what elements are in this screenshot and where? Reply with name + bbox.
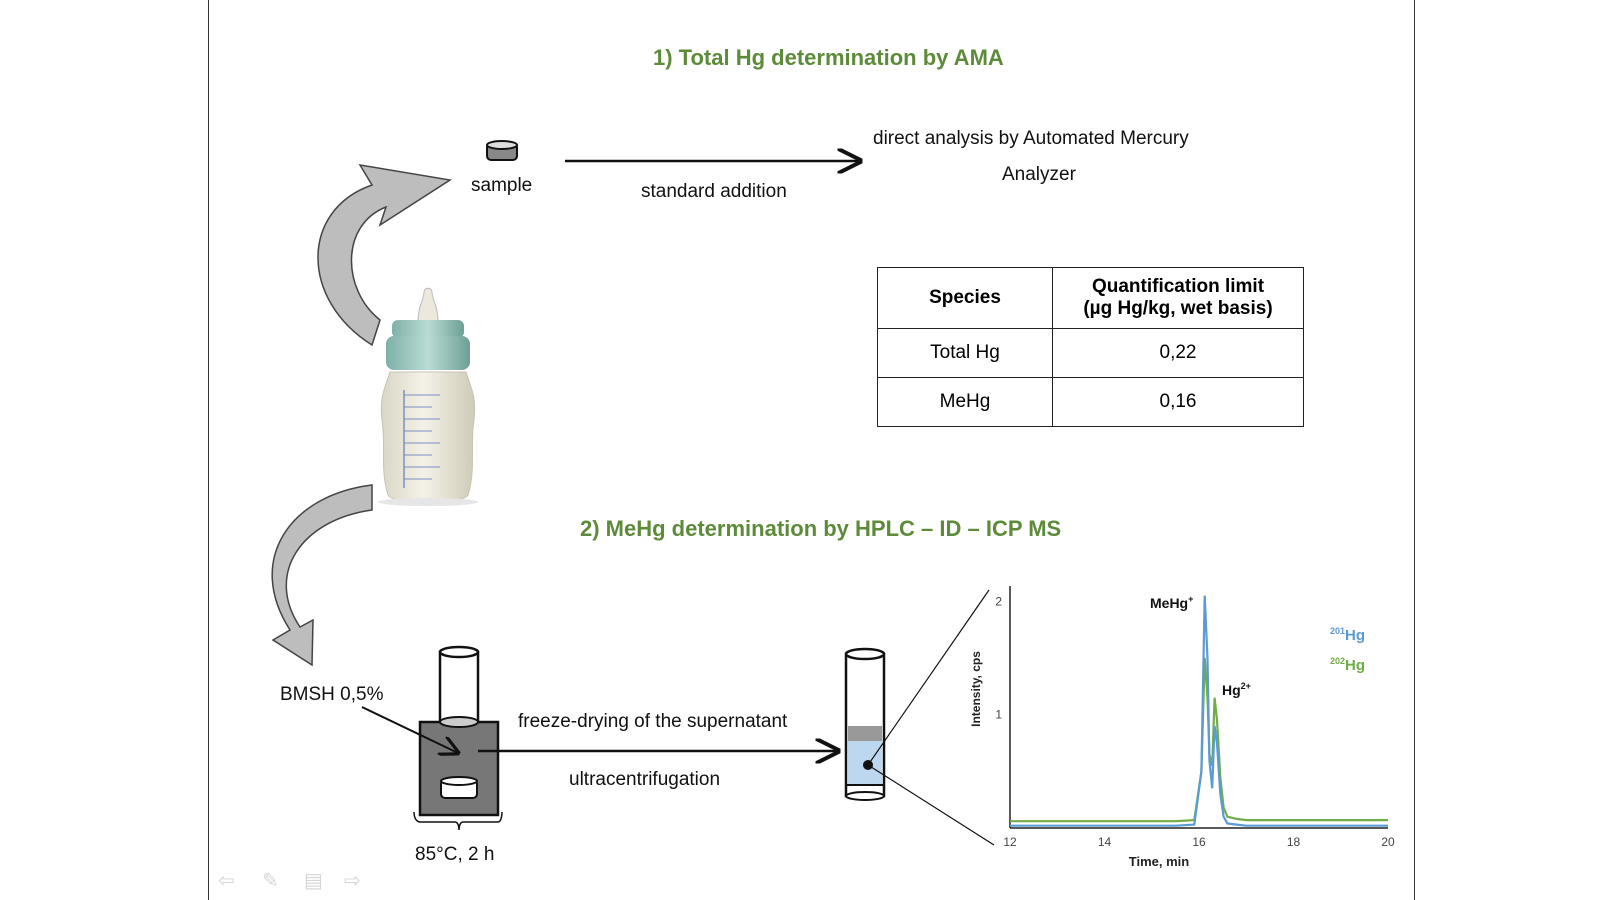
sample-label: sample — [471, 175, 533, 196]
section2-title: 2) MeHg determination by HPLC – ID – ICP… — [580, 516, 1062, 541]
table-cell-value: 0,22 — [1052, 328, 1304, 378]
table-cell-species: MeHg — [877, 377, 1053, 427]
x-tick-label: 18 — [1287, 835, 1301, 849]
table-row: MeHg 0,16 — [877, 377, 1304, 427]
quantification-table: Species Quantification limit(µg Hg/kg, w… — [877, 267, 1304, 427]
table-cell-value: 0,16 — [1052, 377, 1304, 427]
section1-title: 1) Total Hg determination by AMA — [653, 45, 1004, 70]
reagent-label: BMSH 0,5% — [280, 684, 384, 705]
centrifuge-tube-icon — [844, 647, 886, 801]
zoom-line-bottom — [867, 764, 995, 846]
standard-addition-label: standard addition — [641, 181, 787, 202]
heating-block-icon — [413, 645, 503, 831]
step-freeze-drying: freeze-drying of the supernatant — [518, 711, 788, 732]
legend-entry-201: 201Hg — [1330, 626, 1365, 644]
table-header-species: Species — [877, 267, 1053, 329]
table-row: Total Hg 0,22 — [877, 328, 1304, 378]
pen-icon[interactable]: ✎ — [262, 870, 279, 892]
x-tick-label: 12 — [1003, 835, 1017, 849]
y-tick-label: 2 — [995, 594, 1002, 608]
x-axis-label: Time, min — [1129, 854, 1190, 869]
legend-entry-202: 202Hg — [1330, 656, 1365, 674]
x-tick-label: 16 — [1192, 835, 1206, 849]
x-tick-label: 14 — [1098, 835, 1112, 849]
y-tick-label: 1 — [995, 708, 1002, 722]
y-axis-label: Intensity, cps — [969, 651, 983, 727]
curved-arrow-down — [271, 484, 373, 667]
zoom-line-top — [867, 589, 990, 766]
table-header-limit: Quantification limit(µg Hg/kg, wet basis… — [1052, 267, 1304, 329]
result-line-1: direct analysis by Automated Mercury — [873, 128, 1189, 149]
curved-arrow-up — [317, 163, 453, 347]
peak-label: MeHg+ — [1150, 594, 1193, 611]
slide-right-edge — [1414, 0, 1415, 900]
reagent-arrow — [361, 706, 458, 753]
peak-label: Hg2+ — [1222, 681, 1251, 698]
series-line-201 — [1010, 595, 1388, 827]
result-line-2: Analyzer — [1002, 164, 1076, 185]
prev-slide-icon[interactable]: ⇦ — [218, 870, 235, 892]
table-cell-species: Total Hg — [877, 328, 1053, 378]
menu-icon[interactable]: ▤ — [304, 870, 323, 892]
condition-label: 85°C, 2 h — [415, 844, 495, 865]
sample-cup-icon — [486, 140, 518, 161]
next-slide-icon[interactable]: ⇨ — [344, 870, 361, 892]
x-tick-label: 20 — [1381, 835, 1395, 849]
baby-bottle-icon — [378, 287, 478, 506]
step-ultracentrifugation: ultracentrifugation — [569, 769, 721, 790]
slide-left-edge — [208, 0, 209, 900]
